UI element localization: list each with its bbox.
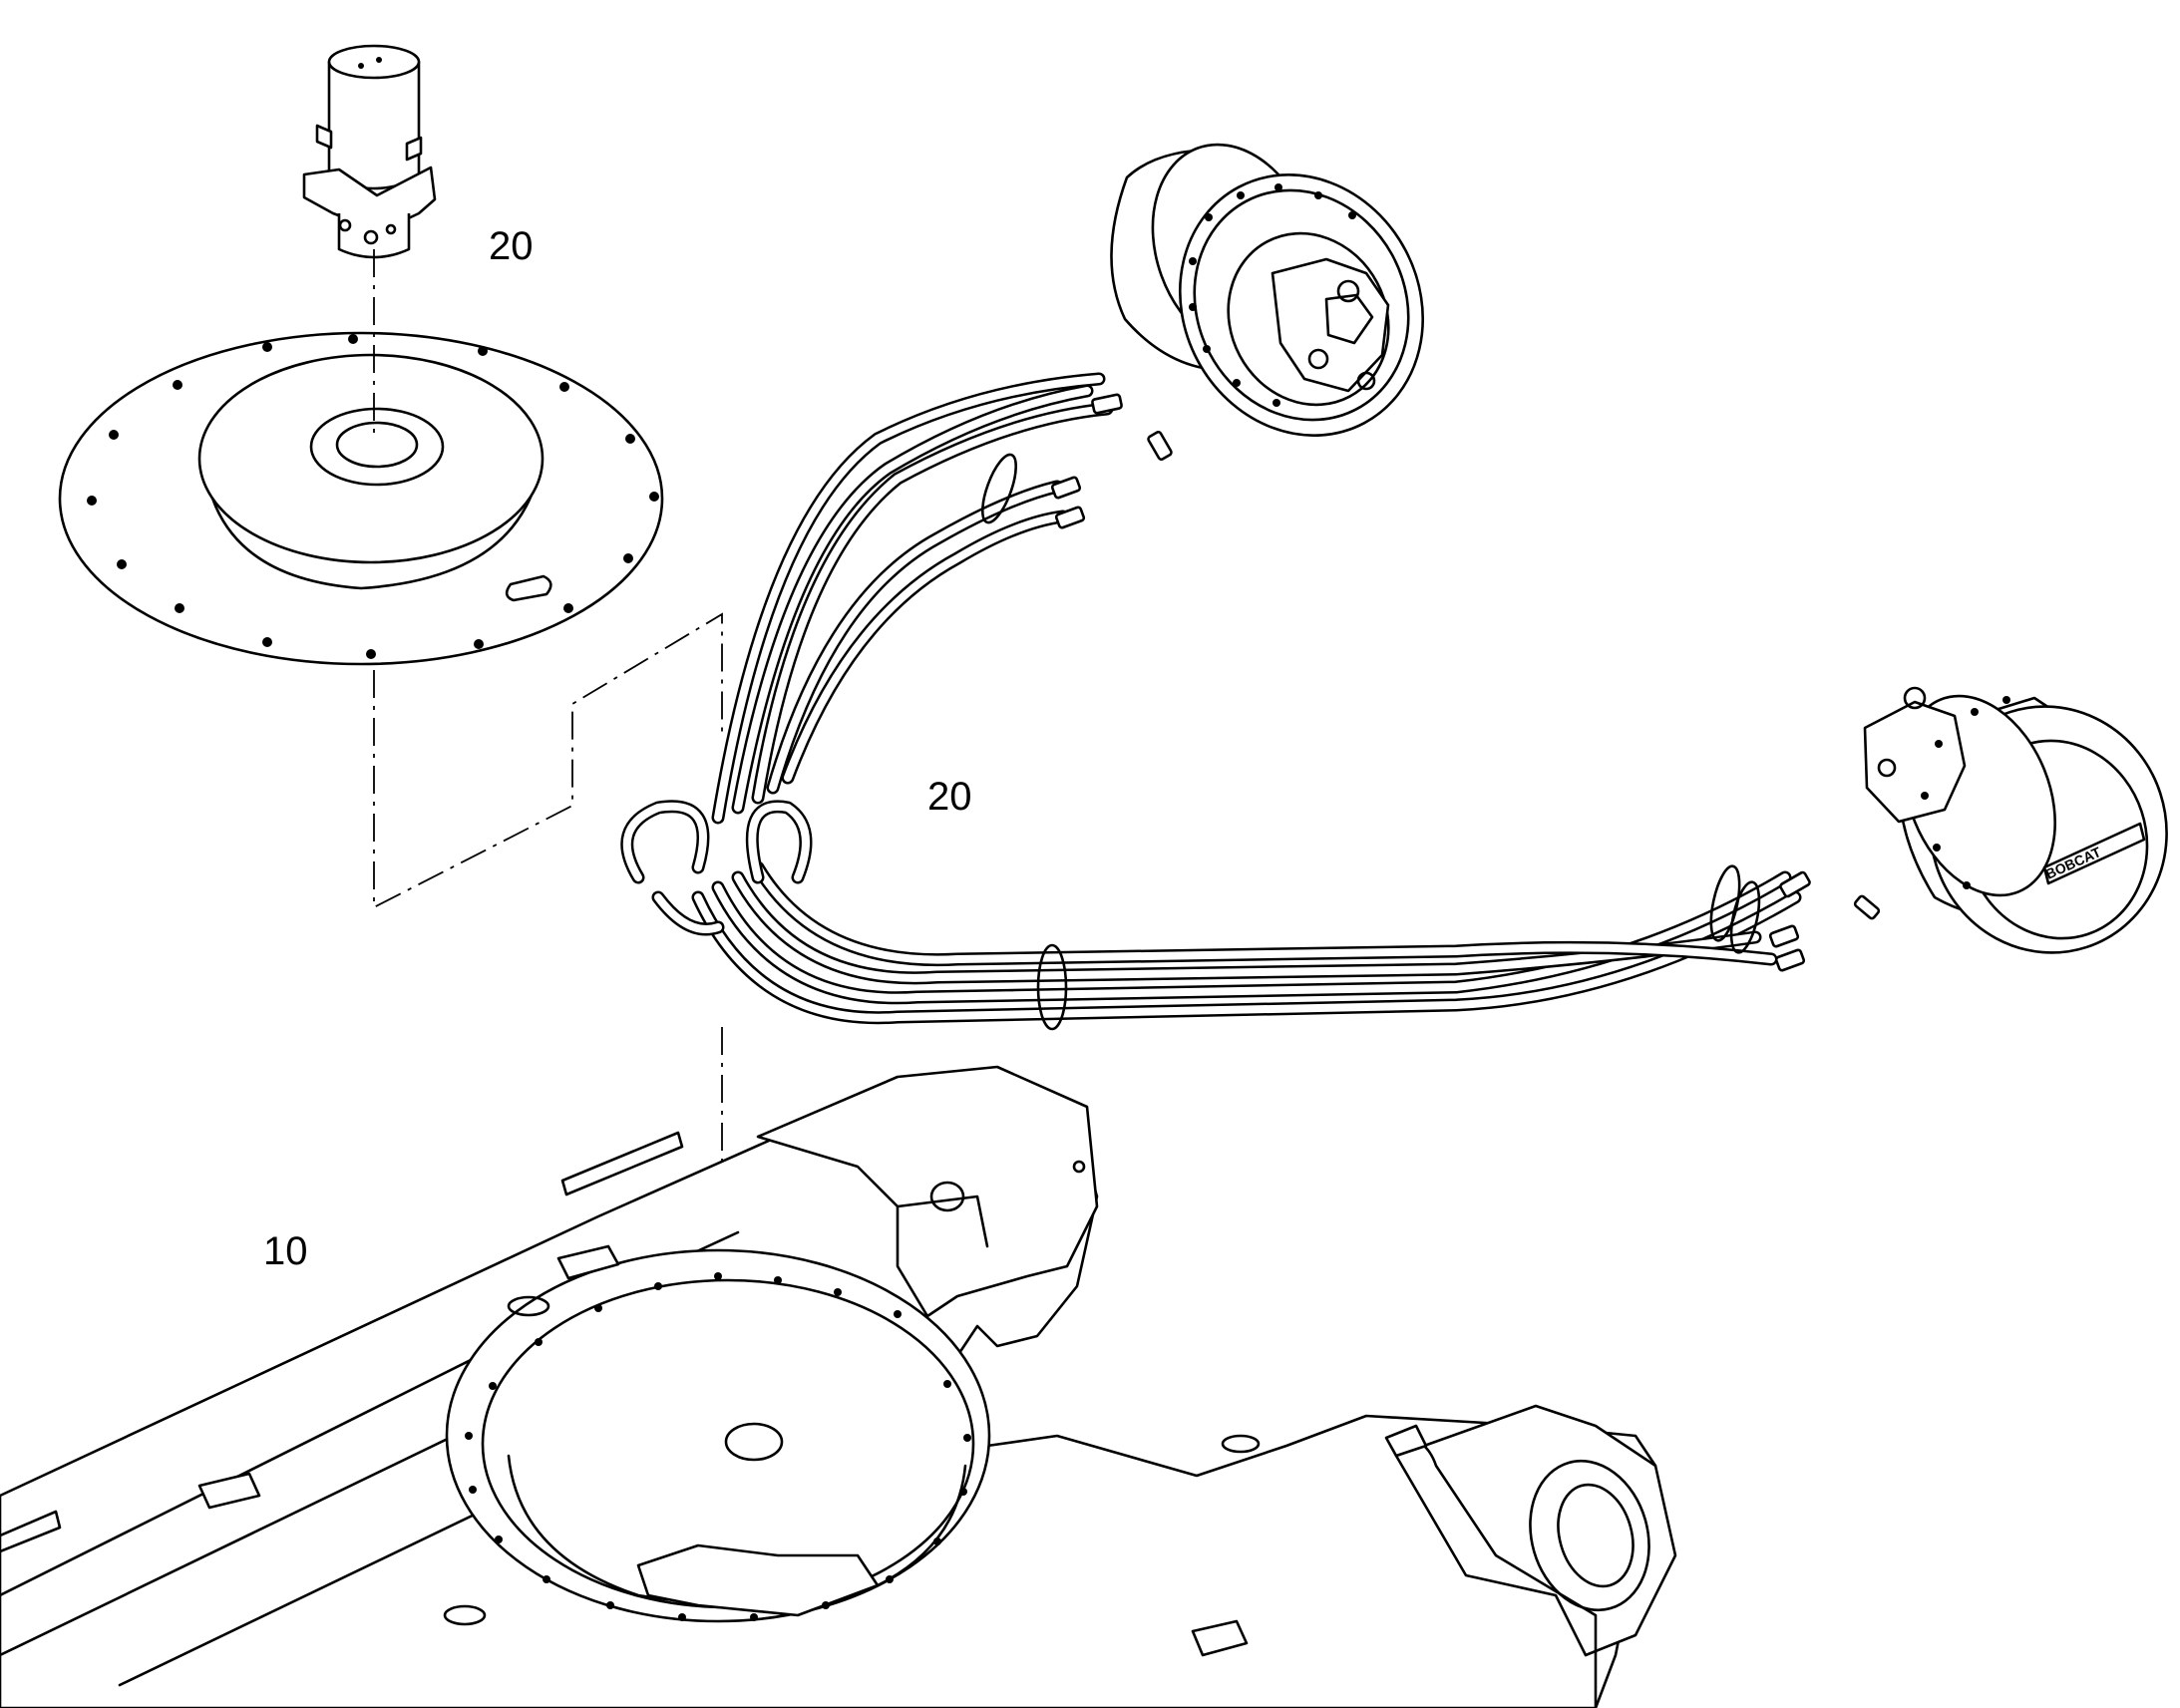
hose-clamps — [981, 453, 1761, 1031]
hose-fittings — [1050, 393, 1881, 972]
callout-undercarriage-frame: 10 — [263, 1229, 308, 1273]
lower-hose-bundle — [691, 860, 1802, 1025]
lower-motor-bolt-dots — [1921, 696, 2010, 889]
travel-motor-lower[interactable]: BOBCAT — [1863, 673, 2180, 983]
upper-motor-bolt-dots — [1189, 183, 1356, 407]
rotary-swivel-joint[interactable] — [302, 44, 437, 259]
callout-hose-assembly: 20 — [927, 775, 972, 819]
frame-slots — [443, 1295, 1261, 1626]
upper-hose-bundle — [711, 372, 1114, 825]
ring-bolt-dots — [465, 1272, 971, 1621]
undercarriage-frame[interactable] — [0, 1065, 1677, 1708]
cover-bolt-dots — [87, 334, 659, 659]
center-cover-plate[interactable] — [58, 331, 664, 666]
travel-motor-upper[interactable] — [1110, 122, 1468, 479]
callout-swivel-joint: 20 — [489, 224, 534, 268]
frame-brackets — [0, 1131, 1428, 1657]
hydraulic-hose-assembly[interactable] — [620, 372, 1881, 1031]
swing-bearing-ring[interactable] — [445, 1248, 991, 1623]
hose-manifold — [620, 800, 813, 936]
